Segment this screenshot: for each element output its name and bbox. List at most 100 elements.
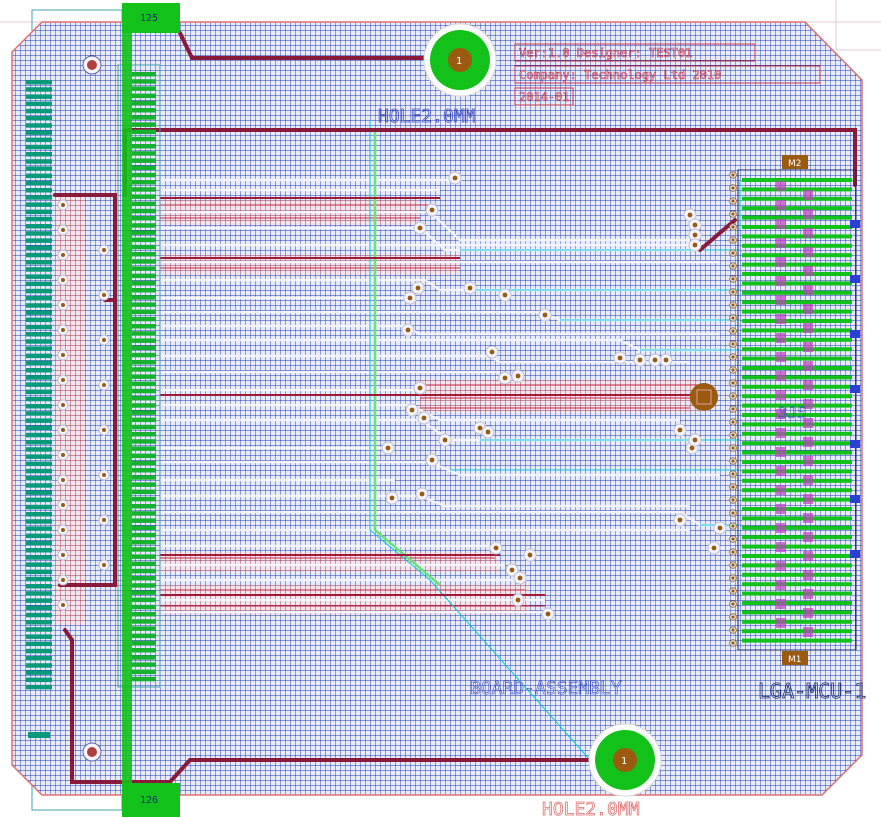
via-drill [102, 473, 106, 477]
connector-pad-dot [731, 602, 735, 606]
connector-pad [742, 281, 852, 286]
right-connector-body [737, 169, 857, 651]
connector-pad-square [776, 219, 786, 229]
edge-pad [26, 87, 52, 92]
via-drill [102, 248, 106, 252]
column-pad [132, 475, 156, 480]
left-column-connector-outline [117, 64, 161, 688]
connector-pad-dot [731, 173, 735, 177]
edge-pad [26, 252, 52, 258]
column-pad [132, 230, 156, 235]
column-pad [132, 640, 156, 646]
edge-pad [26, 360, 52, 366]
connector-pad-dot [731, 316, 735, 320]
edge-pad [26, 641, 52, 647]
connector-pad-dot [731, 264, 735, 268]
connector-pad-square [776, 390, 786, 400]
via-drill [102, 383, 106, 387]
edge-pad [26, 411, 52, 416]
via-drill [692, 232, 698, 238]
edge-pad [26, 144, 52, 150]
connector-pad-square [803, 266, 813, 276]
edge-pad [26, 454, 52, 459]
via-drill [637, 357, 643, 363]
column-pad [132, 612, 156, 617]
column-pad [132, 280, 156, 286]
connector-pad [742, 187, 852, 192]
info-text-block: Ver:1.0 Designer: TEST01 Company: Techno… [514, 43, 821, 106]
edge-pad [26, 80, 52, 85]
connector-pad [742, 319, 852, 323]
column-pad [132, 93, 156, 99]
via-drill [407, 295, 413, 301]
via-drill [417, 385, 423, 391]
via-drill [711, 545, 717, 551]
column-pad [132, 136, 156, 142]
connector-pad-dot [731, 329, 735, 333]
large-via [690, 383, 718, 411]
connector-side-pad [850, 495, 860, 503]
connector-pad [742, 366, 852, 370]
connector-side-pad [850, 550, 860, 558]
column-pad [132, 194, 156, 199]
connector-pad-dot [731, 641, 735, 645]
via-drill [545, 611, 551, 617]
column-pad [132, 338, 156, 343]
edge-pad [26, 497, 52, 503]
connector-pad-square [776, 447, 786, 457]
edge-pad [26, 540, 52, 546]
connector-pad [742, 629, 852, 634]
right-connector-pin-m2 [782, 155, 808, 169]
connector-pad-dot [731, 576, 735, 580]
edge-pad [26, 202, 52, 207]
column-pad [132, 187, 156, 192]
connector-pad [742, 554, 852, 558]
via-drill [692, 437, 698, 443]
via-drill [405, 327, 411, 333]
connector-pad-dot [731, 589, 735, 593]
column-pad [132, 439, 156, 444]
connector-pad [742, 375, 852, 380]
connector-pad-dot [731, 199, 735, 203]
via-drill [452, 175, 458, 181]
column-pad [132, 648, 156, 653]
column-pad [132, 626, 156, 631]
column-pad [132, 468, 156, 473]
connector-pad-dot [731, 381, 735, 385]
edge-pad [26, 166, 52, 171]
connector-pad [742, 394, 852, 399]
via-drill [689, 445, 695, 451]
edge-pad [26, 648, 52, 654]
edge-pad [26, 490, 52, 495]
column-pad [132, 295, 156, 300]
connector-pad-square [803, 247, 813, 257]
connector-pad-square [776, 466, 786, 476]
connector-pad [742, 544, 852, 549]
column-pad [132, 79, 156, 84]
connector-pad-dot [731, 446, 735, 450]
column-pad [132, 129, 156, 135]
connector-side-pad [850, 220, 860, 228]
edge-pad [26, 130, 52, 135]
connector-side-pad [850, 330, 860, 338]
via-drill [677, 427, 683, 433]
via-drill [102, 293, 106, 297]
info-line-2: Company: Technology Ltd 2010 [519, 68, 721, 82]
connector-pad-square [803, 627, 813, 637]
connector-pad [742, 403, 852, 408]
connector-pad-dot [731, 563, 735, 567]
connector-pad [742, 422, 852, 427]
power-traces-mid [160, 197, 700, 596]
connector-pad [742, 215, 852, 220]
edge-pad [26, 317, 52, 323]
edge-pad [26, 656, 52, 661]
column-pad [132, 446, 156, 451]
via-drill [61, 528, 65, 532]
edge-pad [26, 152, 52, 157]
connector-pad [742, 384, 852, 389]
mount-hole-small-top-core [87, 60, 97, 70]
edge-pad [26, 173, 52, 179]
connector-pad [742, 253, 852, 258]
right-silk-label: 3J5 [778, 403, 807, 422]
column-pad [132, 100, 156, 106]
